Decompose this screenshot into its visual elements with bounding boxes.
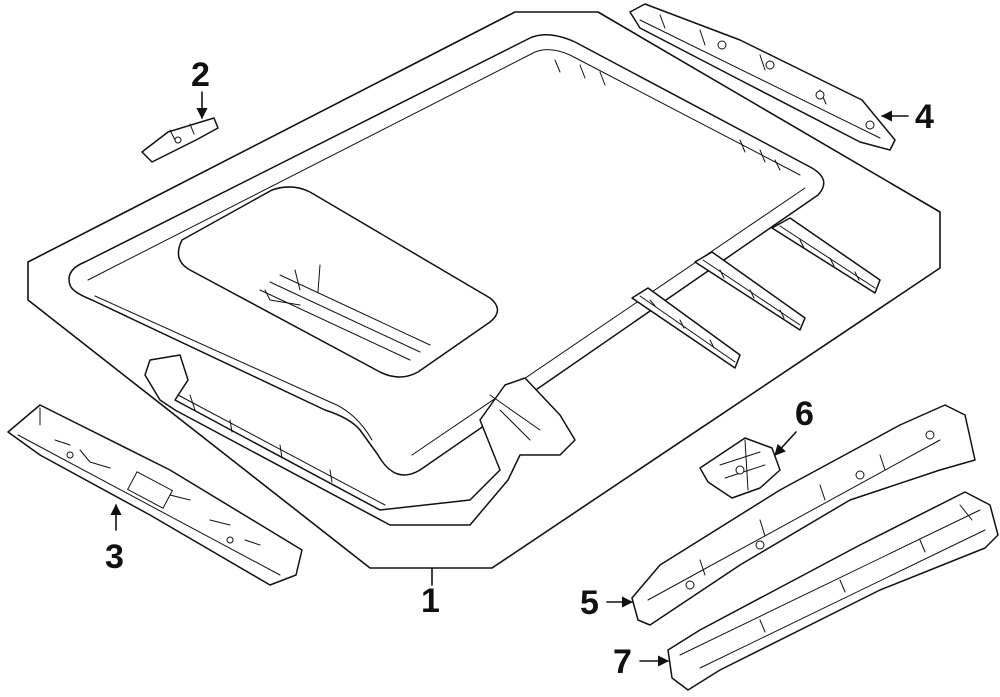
callout-3: 3 <box>105 538 124 576</box>
roof-panel <box>68 34 825 476</box>
sunroof-opening <box>177 186 499 378</box>
callout-4: 4 <box>915 98 934 136</box>
roof-frame <box>144 354 576 526</box>
assembly-outline <box>27 11 941 569</box>
roof-bows <box>631 217 881 369</box>
callout-6: 6 <box>795 395 814 433</box>
rear-header <box>629 3 896 151</box>
rail-reinforcement <box>699 437 781 499</box>
front-header <box>7 404 303 586</box>
leader-lines <box>110 91 909 667</box>
roof-bracket <box>141 117 219 163</box>
callout-5: 5 <box>580 584 599 622</box>
callout-7: 7 <box>613 643 632 681</box>
callout-1: 1 <box>421 582 440 620</box>
callout-2: 2 <box>191 56 210 94</box>
side-rail-inner <box>631 404 976 626</box>
side-rail-outer <box>667 491 999 691</box>
